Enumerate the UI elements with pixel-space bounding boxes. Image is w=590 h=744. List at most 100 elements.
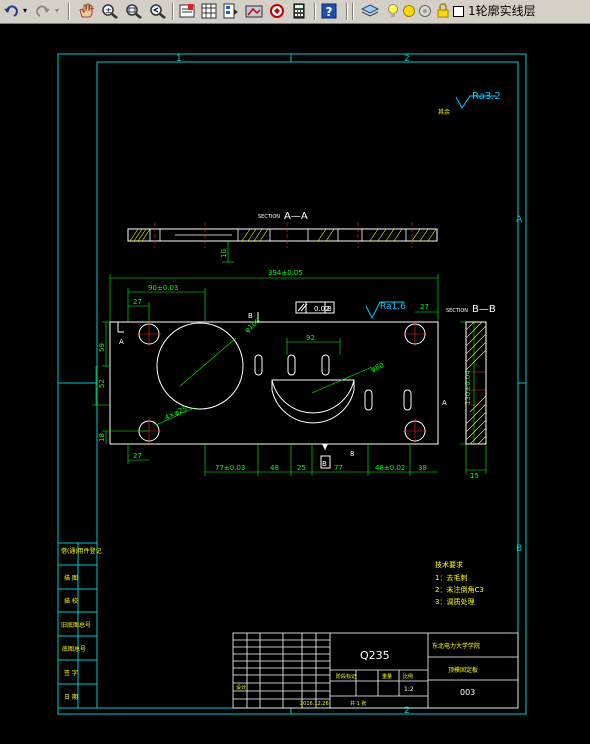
svg-text:2：未注倒角C3: 2：未注倒角C3 [435,585,484,594]
dim-77-03: 77±0.03 [215,464,245,472]
material: Q235 [360,649,390,662]
zoom-realtime-icon[interactable]: ± [100,2,120,20]
toolbar-separator [314,3,316,20]
drawing-number: 003 [460,688,475,697]
dim-27: 27 [133,452,142,460]
svg-text:SECTION: SECTION [258,214,280,220]
scale: 1:2 [404,686,414,693]
section-a-a: SECTION A—A 10 [127,211,438,263]
zone-label-2-bottom: 2 [404,706,410,716]
dim-38: 38 [418,464,427,472]
design-center-icon[interactable] [200,2,218,20]
svg-text:1：去毛刺: 1：去毛刺 [435,573,467,582]
toolbar-separator [68,3,70,20]
part-name: 顶模固定板 [448,666,478,674]
sun-icon[interactable] [402,2,416,20]
left-col-label: 签 字 [64,669,78,677]
technical-requirements: 技术要求 1：去毛刺 2：未注倒角C3 3：调质处理 [435,560,484,606]
drawing-canvas[interactable]: 1 2 2 A B 借(通)用件登记 描 图 描 校 旧底图总号 底图总号 签 … [0,24,590,744]
tolerance-value: 0.02 [314,305,330,313]
section-mark-a: A [119,338,124,346]
dim-92: 92 [306,334,315,342]
dim-59: 59 [98,343,106,352]
properties-icon[interactable] [178,2,196,20]
dim-15: 15 [470,472,479,480]
zone-label-b: B [516,544,522,554]
scale-label: 比例 [403,673,413,680]
svg-text:+: + [89,5,95,13]
dim-48: 48 [270,464,279,472]
date: 2016.12.26 [300,701,329,707]
redo-icon[interactable] [34,2,52,20]
weight-label: 重量 [382,673,392,680]
roughness-general: 其余 Ra3.2 [438,91,501,116]
dim-52: 52 [98,379,106,388]
drawing-sheet: 1 2 2 A B 借(通)用件登记 描 图 描 校 旧底图总号 底图总号 签 … [57,53,527,716]
left-col-label: 日 期 [64,693,78,701]
toolbar-separator [352,3,354,20]
left-col-label: 底图总号 [62,645,86,653]
svg-text:?: ? [326,5,333,19]
company-name: 东北电力大学学院 [432,642,480,650]
current-layer-name[interactable]: 1轮廓实线层 [468,4,536,18]
svg-text:3：调质处理: 3：调质处理 [435,597,474,606]
left-col-label: 描 图 [64,574,78,582]
dim-25: 25 [297,464,306,472]
svg-text:B—B: B—B [472,304,496,315]
dim-130: 130±0.04 [464,370,472,405]
layer-color-swatch[interactable] [452,2,464,20]
svg-text:A—A: A—A [284,211,308,222]
stage-mark-label: 阶段标记 [336,673,356,680]
dim-90: 90±0.03 [148,284,178,292]
cad-toolbar: ▾ ▾ + ± ? [0,0,590,24]
dim-27: 27 [420,303,429,311]
dim-27: 27 [133,298,142,306]
sheet-info: 共 1 张 [350,700,366,707]
designer-label: 设计 [236,684,246,691]
undo-dropdown-icon[interactable]: ▾ [22,6,27,15]
zoom-previous-icon[interactable] [148,2,168,20]
pan-icon[interactable]: + [76,2,96,20]
datum-b: B [322,460,327,468]
left-col-label: 旧底图总号 [61,621,91,629]
svg-text:Ra3.2: Ra3.2 [472,91,501,102]
dim-overall-width: 394±0.05 [268,269,303,277]
layers-icon[interactable] [360,2,380,20]
svg-text:10: 10 [220,249,228,258]
zoom-window-icon[interactable] [124,2,144,20]
lock-icon[interactable] [436,2,450,20]
section-mark-a: A [442,399,447,407]
section-mark-b: B [248,312,253,320]
left-col-label: 借(通)用件登记 [61,547,102,555]
main-plate-view [92,274,487,476]
zone-label-1: 1 [176,54,182,64]
bulb-icon[interactable] [386,2,400,20]
toolbar-separator [346,3,348,20]
sheet-set-icon[interactable] [268,2,286,20]
inner-border [96,61,519,709]
tolerance-datum: B [327,305,332,313]
roughness-ra16: Ra1.6 [380,302,406,312]
dim-77: 77 [334,464,343,472]
svg-text:±: ± [105,6,112,15]
freeze-icon[interactable] [418,2,432,20]
zone-label-a: A [516,215,523,225]
title-block [232,632,519,709]
outer-border [57,53,527,715]
redo-dropdown-icon[interactable]: ▾ [54,6,59,15]
dim-phi80: φ80 [370,361,386,373]
svg-text:SECTION: SECTION [446,308,468,314]
dim-48-02: 48±0.02 [375,464,405,472]
toolbar-separator [172,3,174,20]
dim-18: 18 [98,433,106,442]
calculator-icon[interactable] [290,2,308,20]
help-icon[interactable]: ? [320,2,338,20]
left-col-label: 描 校 [64,597,78,605]
undo-icon[interactable] [2,2,20,20]
svg-text:其余: 其余 [438,108,450,116]
markup-icon[interactable] [244,2,264,20]
svg-text:技术要求: 技术要求 [435,560,463,569]
cut-depth: 8 [350,450,354,458]
dim-4phi25: 4×φ25 [163,404,188,421]
tool-palettes-icon[interactable] [222,2,240,20]
